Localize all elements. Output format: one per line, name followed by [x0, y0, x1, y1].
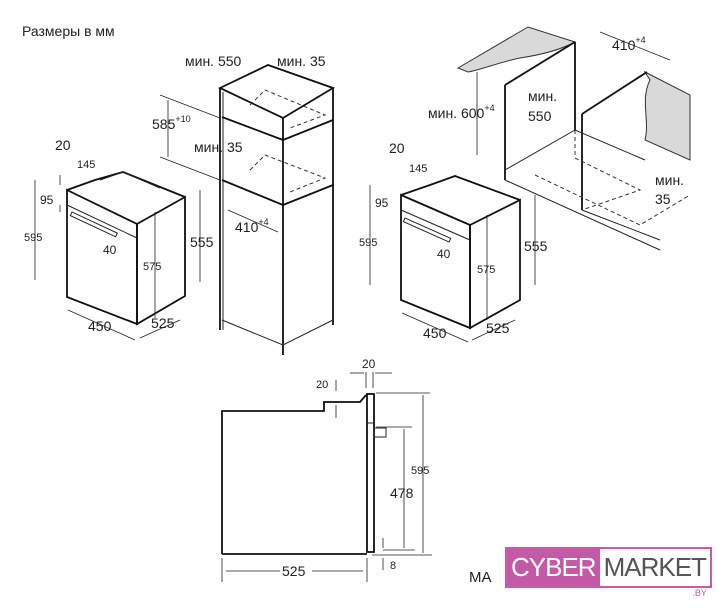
- side-dim-525: 525: [282, 563, 306, 579]
- counter-width-410: 410+4: [612, 35, 646, 53]
- counter-min-600: мин. 600+4: [428, 103, 495, 121]
- cabinet-min-35-mid: мин. 35: [194, 139, 243, 155]
- right-oven-dim-575: 575: [477, 264, 495, 276]
- cybermarket-logo: CYBER MARKET .BY: [505, 547, 712, 598]
- side-dim-20-left: 20: [316, 379, 328, 391]
- left-oven-iso: [34, 171, 201, 341]
- cabinet-min-550: мин. 550: [185, 53, 242, 69]
- cabinet-width-410: 410+4: [235, 217, 269, 235]
- cabinet-min-35-top: мин. 35: [277, 53, 326, 69]
- logo-market: MARKET: [603, 552, 707, 582]
- under-counter-cabinet: [456, 26, 691, 251]
- right-oven-dim-595: 595: [359, 237, 377, 249]
- side-dim-20-top: 20: [362, 357, 376, 371]
- right-oven-iso: [369, 175, 536, 343]
- left-oven-dim-95: 95: [40, 193, 54, 207]
- right-oven-dim-20: 20: [389, 140, 405, 156]
- left-oven-dim-575: 575: [143, 261, 161, 273]
- counter-min-label: мин.: [528, 88, 557, 104]
- right-oven-dim-525: 525: [486, 320, 510, 336]
- side-dim-595: 595: [411, 465, 429, 477]
- left-oven-dim-595: 595: [24, 232, 42, 244]
- tall-cabinet: [159, 64, 336, 355]
- left-oven-dim-145: 145: [77, 159, 95, 171]
- right-oven-dim-555: 555: [524, 238, 548, 254]
- cabinet-height-585: 585+10: [152, 114, 191, 132]
- side-dim-478: 478: [390, 485, 414, 501]
- logo-domain: .BY: [691, 588, 708, 598]
- counter-depth-550: 550: [528, 108, 552, 124]
- left-oven-dim-450: 450: [88, 318, 112, 334]
- counter-min35-label: мин.: [655, 172, 684, 188]
- side-view: [221, 372, 432, 582]
- left-oven-dim-40: 40: [103, 243, 117, 257]
- left-oven-dim-20: 20: [55, 137, 71, 153]
- right-oven-dim-95: 95: [375, 196, 389, 210]
- right-oven-dim-145: 145: [409, 163, 427, 175]
- left-oven-dim-525: 525: [151, 315, 175, 331]
- left-oven-dim-555: 555: [190, 234, 214, 250]
- logo-cyber: CYBER: [507, 549, 600, 586]
- right-oven-dim-40: 40: [437, 247, 451, 261]
- diagram-title: Размеры в мм: [22, 23, 115, 39]
- right-oven-dim-450: 450: [423, 325, 447, 341]
- side-dim-8: 8: [390, 560, 396, 572]
- watermark-partial-text: MA: [469, 569, 492, 586]
- counter-gap-35: 35: [655, 191, 671, 207]
